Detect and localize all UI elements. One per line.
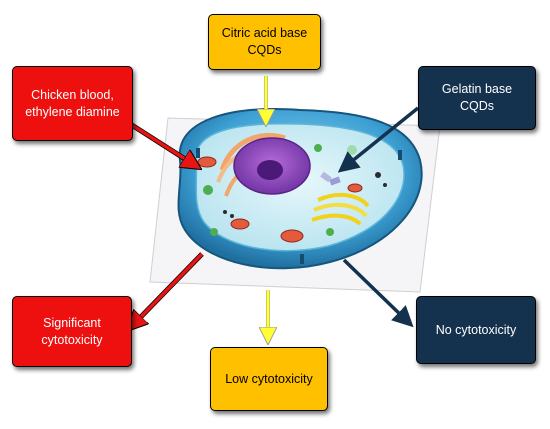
arrow-gelatin-to-cell [337,106,420,173]
low-cytotoxicity-label: Low cytotoxicity [225,371,313,386]
significant-cytotoxicity-label: Significant cytotoxicity [41,315,103,347]
significant-cytotoxicity-box: Significant cytotoxicity [12,296,132,367]
chicken-blood-label: Chicken blood, ethylene diamine [25,87,120,119]
arrow-cell-to-none [342,258,414,328]
citric-acid-box: Citric acid base CQDs [208,14,321,70]
gelatin-box: Gelatin base CQDs [418,66,536,130]
citric-acid-label: Citric acid base CQDs [221,26,308,57]
no-cytotoxicity-box: No cytotoxicity [416,296,536,364]
no-cytotoxicity-label: No cytotoxicity [435,322,517,337]
chicken-blood-box: Chicken blood, ethylene diamine [12,66,133,141]
low-cytotoxicity-box: Low cytotoxicity [210,347,328,411]
gelatin-label: Gelatin base CQDs [441,82,513,113]
